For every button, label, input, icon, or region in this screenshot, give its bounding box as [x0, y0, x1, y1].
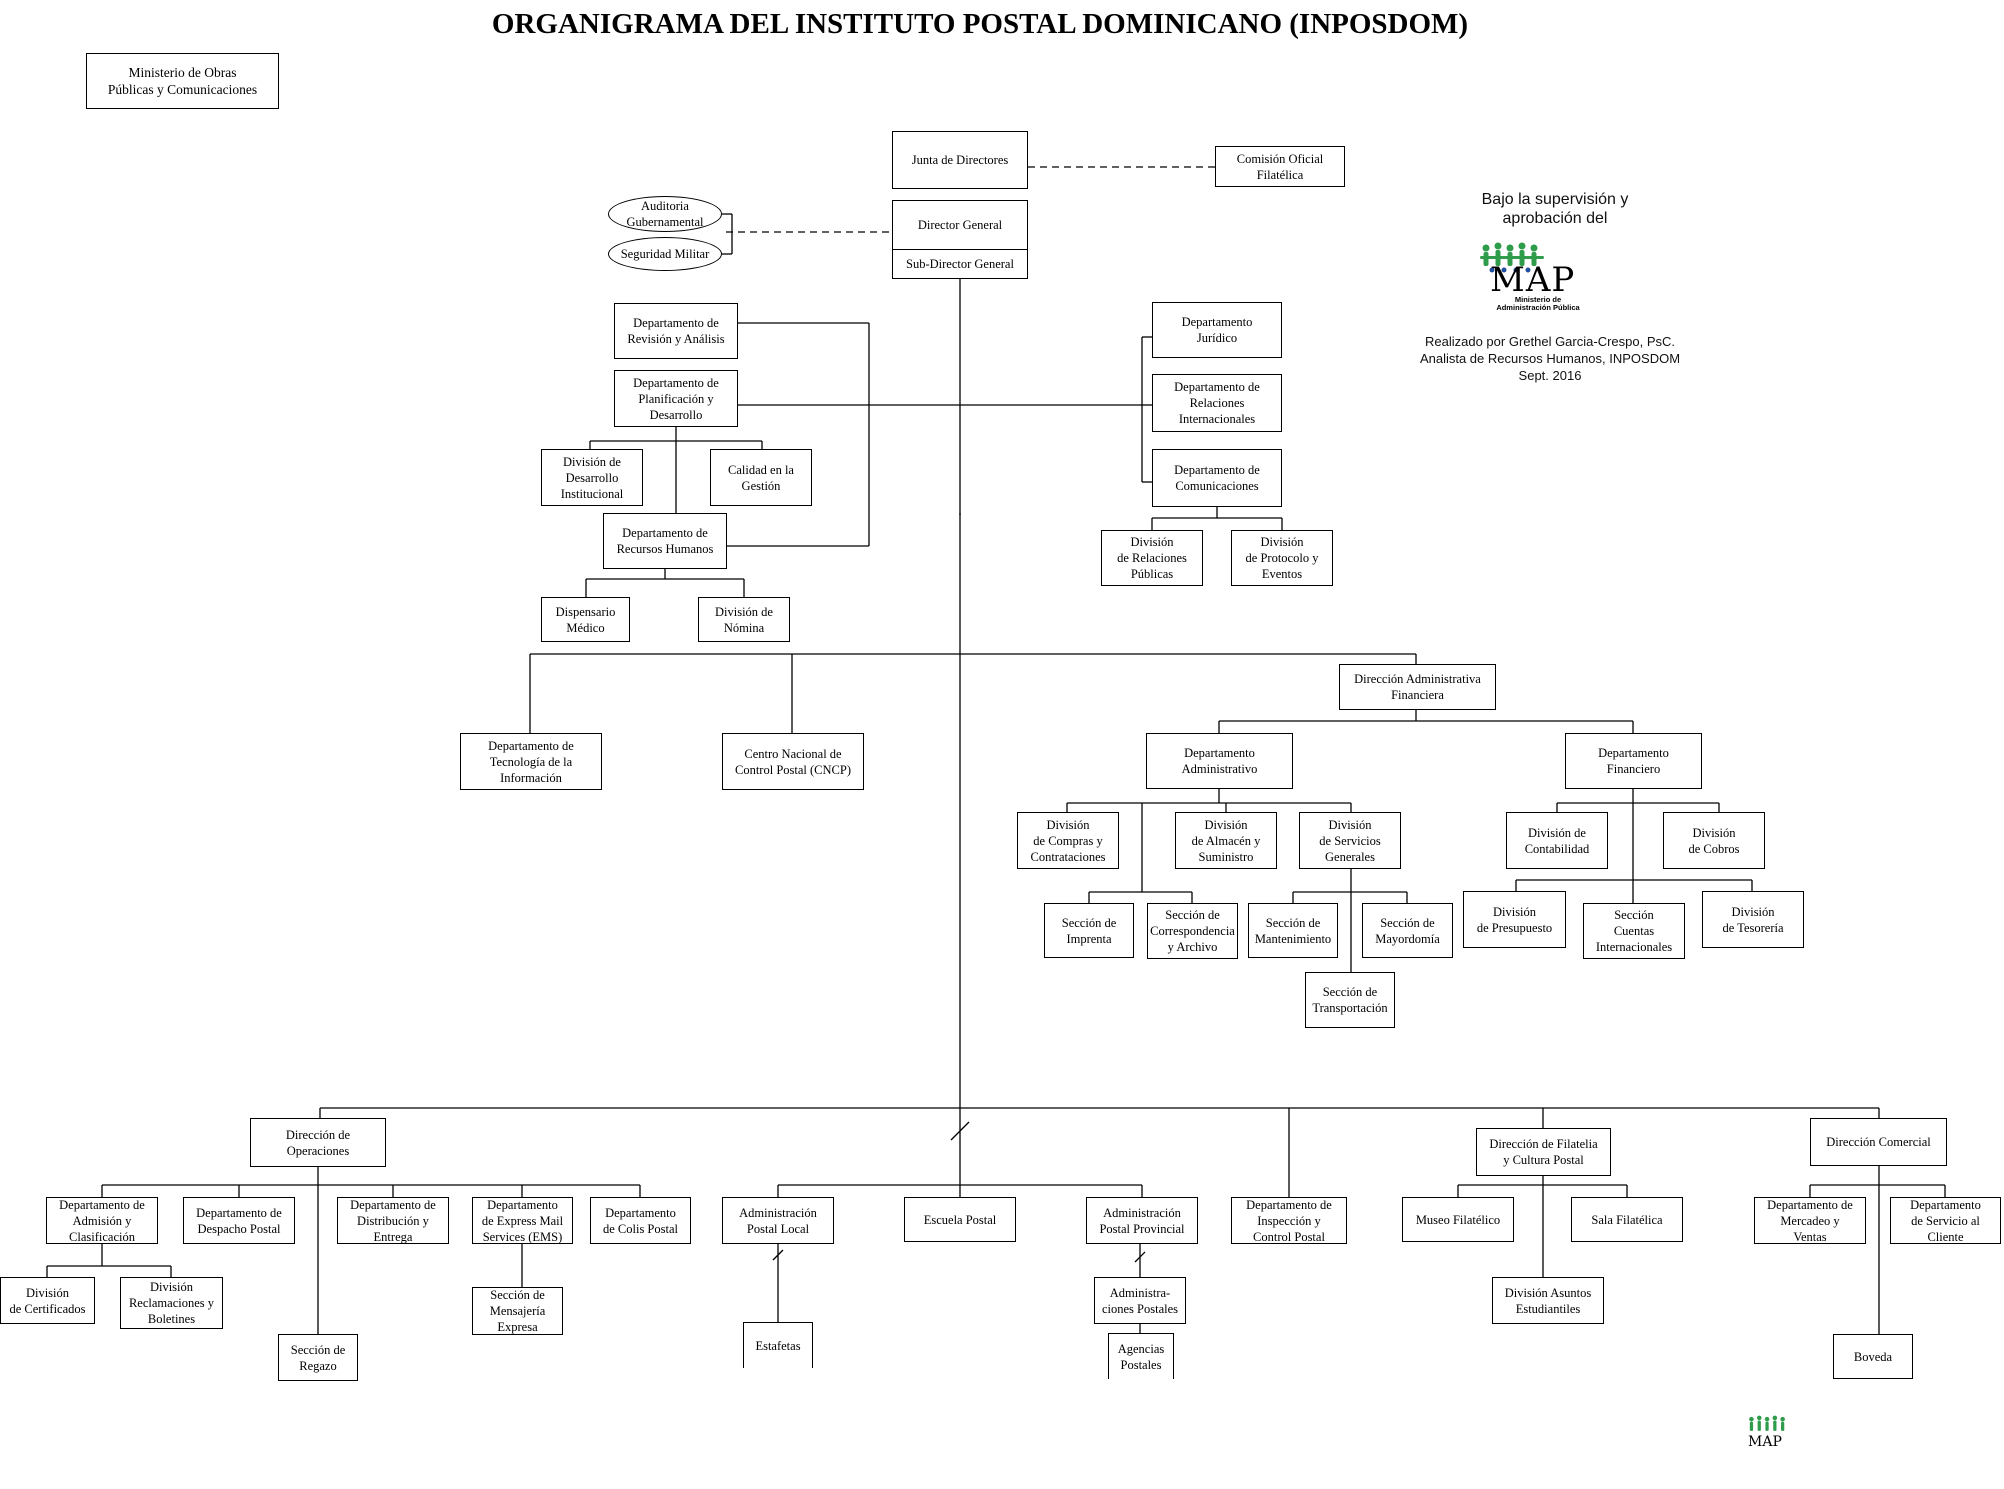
administraciones-postales-box: Administra- ciones Postales: [1094, 1277, 1186, 1324]
seccion-imprenta-box: Sección de Imprenta: [1044, 903, 1134, 958]
compras-contrataciones-box: División de Compras y Contrataciones: [1017, 812, 1119, 869]
mercadeo-ventas-box: Departamento de Mercadeo y Ventas: [1754, 1197, 1866, 1244]
division-certificados-box: División de Certificados: [0, 1277, 95, 1324]
division-desarrollo-institucional-box: División de Desarrollo Institucional: [541, 449, 643, 506]
administracion-postal-local-box: Administración Postal Local: [722, 1197, 834, 1244]
museo-filatelico-box: Museo Filatélico: [1402, 1197, 1514, 1242]
almacen-suministro-box: División de Almacén y Suministro: [1175, 812, 1277, 869]
division-nomina-box: División de Nómina: [698, 597, 790, 642]
calidad-gestion-box: Calidad en la Gestión: [710, 449, 812, 506]
seccion-mayordomia-box: Sección de Mayordomía: [1362, 903, 1453, 958]
protocolo-eventos-box: División de Protocolo y Eventos: [1231, 530, 1333, 586]
ministerio-box: Ministerio de Obras Públicas y Comunicac…: [86, 53, 279, 109]
planificacion-desarrollo-box: Departamento de Planificación y Desarrol…: [614, 370, 738, 427]
map-logo-footer: MAP: [1740, 1414, 1810, 1456]
direccion-administrativa-financiera-box: Dirección Administrativa Financiera: [1339, 664, 1496, 710]
seguridad-militar-box: Seguridad Militar: [608, 237, 722, 271]
servicio-cliente-box: Departamento de Servicio al Cliente: [1890, 1197, 2001, 1244]
express-mail-services-box: Departamento de Express Mail Services (E…: [472, 1197, 573, 1244]
break-mark: [772, 1249, 784, 1261]
people-group-footer-icon: [1749, 1415, 1785, 1431]
departamento-administrativo-box: Departamento Administrativo: [1146, 733, 1293, 789]
estafetas-box: Estafetas: [743, 1322, 813, 1368]
distribucion-entrega-box: Departamento de Distribución y Entrega: [337, 1197, 449, 1244]
chart-title: ORGANIGRAMA DEL INSTITUTO POSTAL DOMINIC…: [491, 8, 1469, 40]
dispensario-medico-box: Dispensario Médico: [541, 597, 630, 642]
subdirector-general-box: Sub-Director General: [892, 249, 1028, 279]
juridico-box: Departamento Jurídico: [1152, 302, 1282, 358]
escuela-postal-box: Escuela Postal: [904, 1197, 1016, 1242]
break-mark: [1134, 1251, 1146, 1263]
map-logo-letters: MAP: [1490, 260, 1576, 300]
division-contabilidad-box: División de Contabilidad: [1506, 812, 1608, 869]
division-presupuesto-box: División de Presupuesto: [1463, 891, 1566, 948]
seccion-mantenimiento-box: Sección de Mantenimiento: [1248, 903, 1338, 958]
division-cobros-box: División de Cobros: [1663, 812, 1765, 869]
sala-filatelica-box: Sala Filatélica: [1571, 1197, 1683, 1242]
map-logo-tagline: Ministerio de Administración Pública: [1496, 295, 1580, 312]
division-tesoreria-box: División de Tesorería: [1702, 891, 1804, 948]
seccion-transportacion-box: Sección de Transportación: [1305, 972, 1395, 1028]
recursos-humanos-box: Departamento de Recursos Humanos: [603, 513, 727, 569]
inspeccion-control-postal-box: Departamento de Inspección y Control Pos…: [1231, 1197, 1347, 1244]
seccion-regazo-box: Sección de Regazo: [278, 1334, 358, 1381]
direccion-comercial-box: Dirección Comercial: [1810, 1118, 1947, 1166]
tecnologia-informacion-box: Departamento de Tecnología de la Informa…: [460, 733, 602, 790]
colis-postal-box: Departamento de Colis Postal: [590, 1197, 691, 1244]
boveda-box: Boveda: [1833, 1334, 1913, 1379]
direccion-operaciones-box: Dirección de Operaciones: [250, 1118, 386, 1167]
auditoria-gubernamental-box: Auditoria Gubernamental: [608, 196, 722, 232]
comision-filatelica-box: Comisión Oficial Filatélica: [1215, 146, 1345, 187]
correspondencia-archivo-box: Sección de Correspondencia y Archivo: [1147, 903, 1238, 959]
director-general-box: Director General: [892, 200, 1028, 250]
break-mark: [950, 1121, 970, 1141]
cncp-box: Centro Nacional de Control Postal (CNCP): [722, 733, 864, 790]
asuntos-estudiantiles-box: División Asuntos Estudiantiles: [1492, 1277, 1604, 1324]
revision-analisis-box: Departamento de Revisión y Análisis: [614, 303, 738, 359]
junta-directores-box: Junta de Directores: [892, 131, 1028, 189]
direccion-filatelia-box: Dirección de Filatelia y Cultura Postal: [1476, 1128, 1611, 1176]
comunicaciones-box: Departamento de Comunicaciones: [1152, 449, 1282, 507]
relaciones-publicas-box: División de Relaciones Públicas: [1101, 530, 1203, 586]
cuentas-internacionales-box: Sección Cuentas Internacionales: [1583, 903, 1685, 959]
admision-clasificacion-box: Departamento de Admisión y Clasificación: [46, 1197, 158, 1244]
despacho-postal-box: Departamento de Despacho Postal: [183, 1197, 295, 1244]
departamento-financiero-box: Departamento Financiero: [1565, 733, 1702, 789]
map-footer-letters: MAP: [1748, 1434, 1782, 1450]
administracion-postal-provincial-box: Administración Postal Provincial: [1086, 1197, 1198, 1244]
mensajeria-expresa-box: Sección de Mensajería Expresa: [472, 1287, 563, 1335]
servicios-generales-box: División de Servicios Generales: [1299, 812, 1401, 869]
map-logo: MAP Ministerio de Administración Pública: [1470, 240, 1630, 318]
supervision-note: Bajo la supervisión y aprobación del: [1481, 191, 1629, 228]
author-note: Realizado por Grethel Garcia-Crespo, PsC…: [1419, 334, 1681, 383]
people-group-logo-icon: [1480, 242, 1544, 273]
reclamaciones-boletines-box: División Reclamaciones y Boletines: [120, 1277, 223, 1329]
relaciones-internacionales-box: Departamento de Relaciones Internacional…: [1152, 374, 1282, 432]
agencias-postales-box: Agencias Postales: [1108, 1333, 1174, 1379]
